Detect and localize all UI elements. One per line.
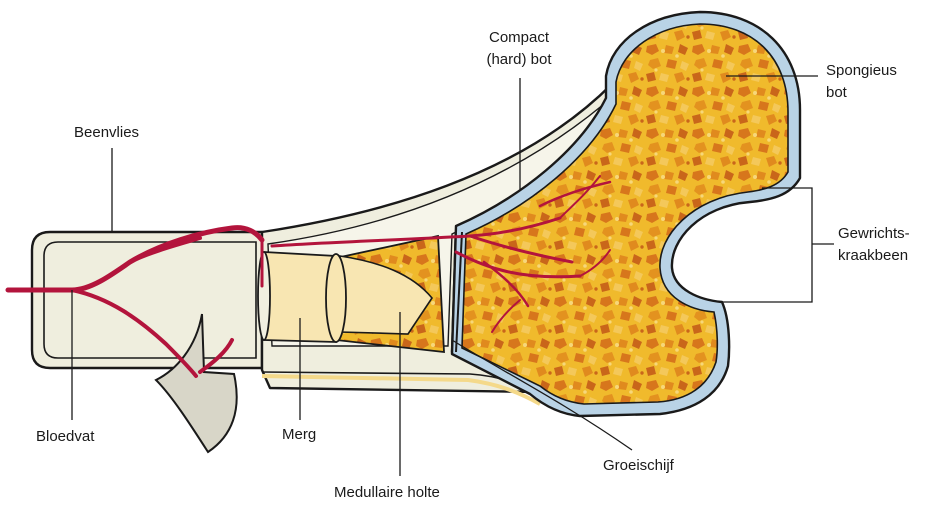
label-beenvlies: Beenvlies	[74, 124, 139, 141]
spongy-bone	[462, 24, 788, 404]
label-compact-line1: Compact	[489, 29, 550, 46]
label-spongieus-line2: bot	[826, 84, 848, 101]
label-gewrichts-line1: Gewrichts-	[838, 225, 910, 242]
marrow-end-cap	[326, 254, 346, 342]
label-merg: Merg	[282, 426, 316, 443]
label-bloedvat: Bloedvat	[36, 428, 95, 445]
leader-gewrichts	[722, 188, 834, 302]
label-groeischijf: Groeischijf	[603, 457, 675, 474]
label-medullaire: Medullaire holte	[334, 484, 440, 501]
marrow-near-cap	[258, 252, 270, 340]
label-compact-line2: (hard) bot	[486, 51, 552, 68]
label-spongieus-line1: Spongieus	[826, 62, 897, 79]
label-gewrichts-line2: kraakbeen	[838, 247, 908, 264]
